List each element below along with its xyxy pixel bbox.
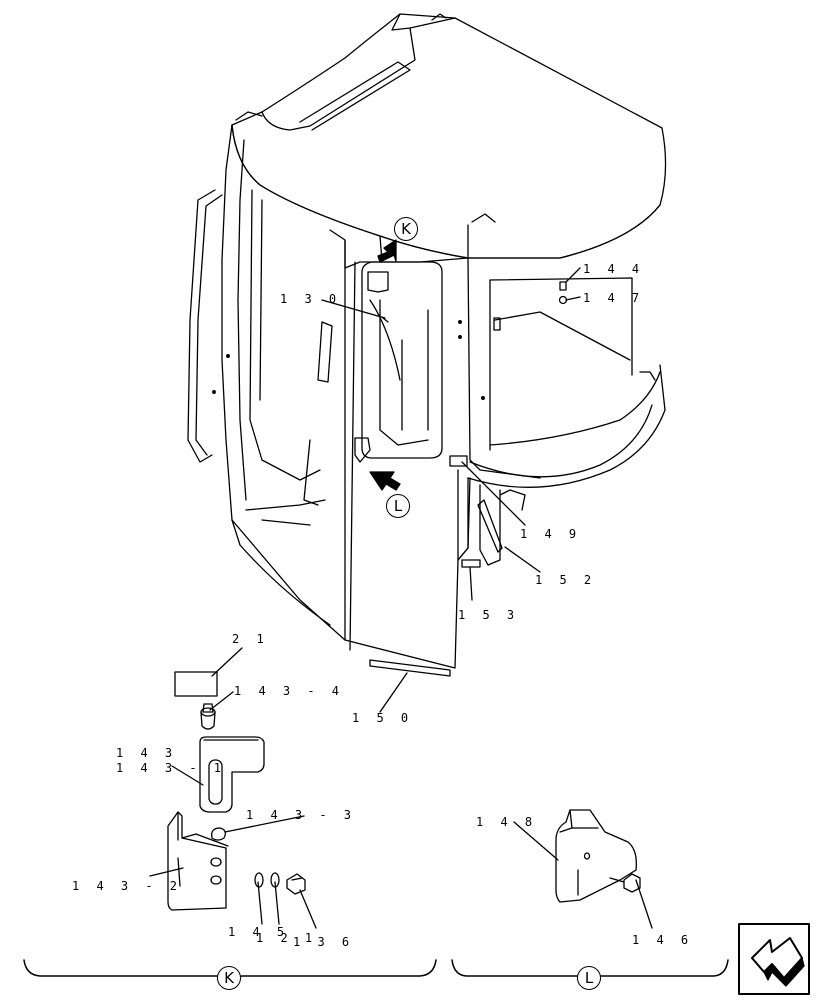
part-148-shape bbox=[555, 809, 637, 903]
arrow-nav-icon[interactable] bbox=[738, 923, 810, 995]
callout-143: 1 4 3 bbox=[116, 746, 178, 760]
callout-152: 1 5 2 bbox=[535, 573, 597, 587]
part-144-shape bbox=[559, 281, 567, 291]
callout-121: 1 2 1 bbox=[256, 931, 318, 945]
part-146-shape bbox=[609, 873, 641, 893]
callout-150: 1 5 0 bbox=[352, 711, 414, 725]
part-143-3-shape bbox=[211, 827, 226, 841]
cab-frame bbox=[187, 124, 666, 669]
seal-strips bbox=[369, 281, 568, 677]
view-marker-k: K bbox=[394, 217, 418, 241]
part-145-shape bbox=[254, 872, 264, 888]
callout-147: 1 4 7 bbox=[583, 291, 645, 305]
callout-143-1: 1 4 3 - 1 bbox=[116, 761, 227, 775]
part-143-2-shape bbox=[167, 811, 229, 911]
view-marker-l: L bbox=[386, 494, 410, 518]
detail-k-parts bbox=[167, 671, 306, 911]
callout-21: 2 1 bbox=[232, 632, 269, 646]
part-149-shape bbox=[449, 455, 468, 467]
callout-143-3: 1 4 3 - 3 bbox=[246, 808, 357, 822]
callout-136: 1 3 6 bbox=[293, 935, 355, 949]
detail-group-k-marker: K bbox=[217, 966, 241, 990]
part-150-shape bbox=[369, 659, 451, 677]
callout-130: 1 3 0 bbox=[280, 292, 342, 306]
cab-roof bbox=[231, 13, 667, 263]
part-136-shape bbox=[286, 873, 306, 895]
callout-149: 1 4 9 bbox=[520, 527, 582, 541]
part-143-shape bbox=[199, 736, 265, 813]
part-153-shape bbox=[461, 559, 481, 568]
callout-153: 1 5 3 bbox=[458, 608, 520, 622]
arrow-k-icon bbox=[377, 239, 397, 263]
callout-148: 1 4 8 bbox=[476, 815, 538, 829]
callout-144: 1 4 4 bbox=[583, 262, 645, 276]
callout-146: 1 4 6 bbox=[632, 933, 694, 947]
part-152-shape bbox=[477, 499, 503, 553]
part-121-shape bbox=[270, 872, 280, 888]
leader-lines bbox=[149, 267, 653, 929]
arrow-l-icon bbox=[369, 471, 401, 491]
callout-143-4: 1 4 3 - 4 bbox=[234, 684, 345, 698]
detail-group-l-marker: L bbox=[577, 966, 601, 990]
callout-143-2: 1 4 3 - 2 bbox=[72, 879, 183, 893]
part-21-shape bbox=[174, 671, 218, 697]
callout-145: 1 4 5 bbox=[228, 925, 290, 939]
detail-l-parts bbox=[555, 809, 641, 903]
part-143-4-shape bbox=[200, 703, 216, 730]
